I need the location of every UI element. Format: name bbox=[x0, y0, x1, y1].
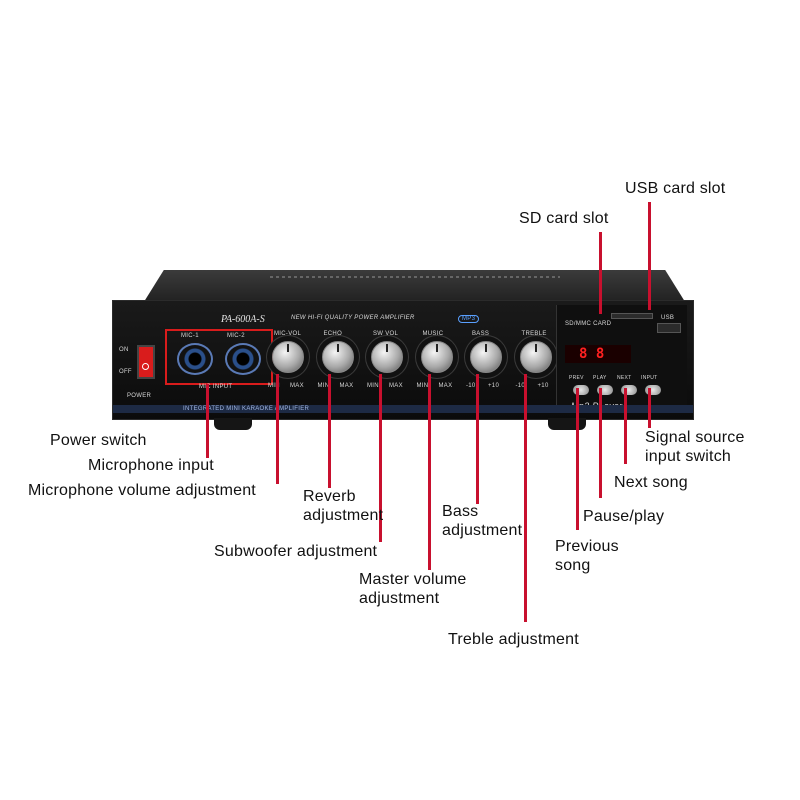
knob-max-label: MAX bbox=[290, 383, 304, 389]
leader-mic-input bbox=[206, 384, 209, 458]
leader-signal-source bbox=[648, 388, 651, 428]
callout-master-volume: Master volume adjustment bbox=[359, 571, 467, 607]
callout-mic-input: Microphone input bbox=[88, 457, 214, 474]
leader-usb-slot bbox=[648, 202, 651, 310]
bottom-stripe: INTEGRATED MINI KARAOKE AMPLIFIER bbox=[113, 405, 693, 413]
knob-bass[interactable] bbox=[470, 341, 502, 373]
leader-mic-volume bbox=[276, 374, 279, 484]
power-switch[interactable] bbox=[137, 345, 155, 379]
callout-treble: Treble adjustment bbox=[448, 631, 579, 648]
knob-max-label: MAX bbox=[438, 383, 453, 389]
leader-sd-slot bbox=[599, 232, 602, 314]
leader-bass bbox=[476, 374, 479, 504]
callout-signal-source: Signal source input switch bbox=[645, 429, 745, 465]
callout-power-switch: Power switch bbox=[50, 432, 147, 449]
usb-label: USB bbox=[661, 315, 675, 321]
mp3-button-play[interactable] bbox=[597, 385, 613, 395]
mp3-button-label: NEXT bbox=[617, 375, 632, 381]
knob-label: BASS bbox=[472, 331, 490, 337]
knob-min-label: MIN bbox=[268, 383, 280, 389]
knob-label: ECHO bbox=[323, 331, 343, 337]
callout-bass: Bass adjustment bbox=[442, 503, 523, 539]
mp3-button-label: PREV bbox=[569, 375, 584, 381]
leader-reverb bbox=[328, 374, 331, 488]
usb-slot[interactable] bbox=[657, 323, 681, 333]
knob-min-label: MIN bbox=[367, 383, 379, 389]
knob-min-label: MIN bbox=[317, 383, 330, 389]
knob-mic-vol[interactable] bbox=[272, 341, 304, 373]
mic-input-highlight: MIC-1 MIC-2 bbox=[165, 329, 273, 385]
callout-previous: Previous song bbox=[555, 538, 619, 574]
knob-label: TREBLE bbox=[521, 331, 547, 337]
callout-mic-volume: Microphone volume adjustment bbox=[28, 482, 256, 499]
amplifier-front-panel: ON OFF POWER MIC-1 MIC-2 MIC INPUT PA-60… bbox=[112, 300, 694, 420]
sd-card-label: SD/MMC CARD bbox=[565, 321, 612, 327]
knob-max-label: +10 bbox=[488, 383, 500, 389]
mp3-button-label: PLAY bbox=[593, 375, 607, 381]
model-label: PA-600A-S bbox=[221, 314, 265, 325]
knob-min-label: MIN bbox=[416, 383, 429, 389]
callout-reverb: Reverb adjustment bbox=[303, 488, 384, 524]
mp3-button-input[interactable] bbox=[645, 385, 661, 395]
callout-usb-slot: USB card slot bbox=[625, 180, 726, 197]
knob-max-label: MAX bbox=[389, 383, 403, 389]
leader-subwoofer bbox=[379, 374, 382, 542]
mp3-badge: MP3 bbox=[458, 315, 480, 323]
knob-label: MUSIC bbox=[422, 331, 444, 337]
bottom-stripe-text: INTEGRATED MINI KARAOKE AMPLIFIER bbox=[183, 406, 310, 412]
mic-input-label: MIC INPUT bbox=[199, 384, 233, 390]
mp3-button-label: INPUT bbox=[641, 375, 658, 381]
led-display: 8 8 bbox=[565, 345, 631, 363]
power-on-label: ON bbox=[119, 347, 129, 353]
knob-label: MIC-VOL bbox=[274, 331, 302, 337]
callout-subwoofer: Subwoofer adjustment bbox=[214, 543, 378, 560]
mic1-label: MIC-1 bbox=[181, 333, 199, 339]
right-foot bbox=[548, 418, 586, 430]
mp3-button-prev[interactable] bbox=[573, 385, 589, 395]
mic2-jack[interactable] bbox=[225, 343, 261, 375]
callout-pause-play: Pause/play bbox=[583, 508, 665, 525]
knob-min-label: -10 bbox=[466, 383, 476, 389]
tagline: NEW HI-FI QUALITY POWER AMPLIFIER bbox=[291, 315, 415, 321]
knob-max-label: MAX bbox=[339, 383, 354, 389]
callout-next: Next song bbox=[614, 474, 688, 491]
sd-card-slot[interactable] bbox=[611, 313, 653, 319]
knob-echo[interactable] bbox=[321, 341, 354, 373]
knob-min-label: -10 bbox=[515, 383, 526, 389]
amplifier-top bbox=[142, 270, 687, 305]
knob-max-label: +10 bbox=[537, 383, 549, 389]
top-vent bbox=[270, 276, 560, 278]
leader-previous bbox=[576, 388, 579, 530]
mic2-label: MIC-2 bbox=[227, 333, 245, 339]
leader-pause-play bbox=[599, 388, 602, 498]
knob-label: SW VOL bbox=[373, 331, 399, 337]
knob-music[interactable] bbox=[420, 341, 453, 373]
leader-treble bbox=[524, 374, 527, 622]
knob-treble[interactable] bbox=[519, 341, 552, 373]
power-label: POWER bbox=[127, 393, 152, 399]
leader-master-volume bbox=[428, 374, 431, 570]
knob-sw-vol[interactable] bbox=[371, 341, 403, 373]
callout-sd-slot: SD card slot bbox=[519, 210, 609, 227]
mic1-jack[interactable] bbox=[177, 343, 213, 375]
leader-next bbox=[624, 388, 627, 464]
mp3-button-next[interactable] bbox=[621, 385, 637, 395]
led-digits: 8 8 bbox=[579, 346, 605, 362]
left-foot bbox=[214, 418, 252, 430]
power-off-label: OFF bbox=[119, 369, 132, 375]
